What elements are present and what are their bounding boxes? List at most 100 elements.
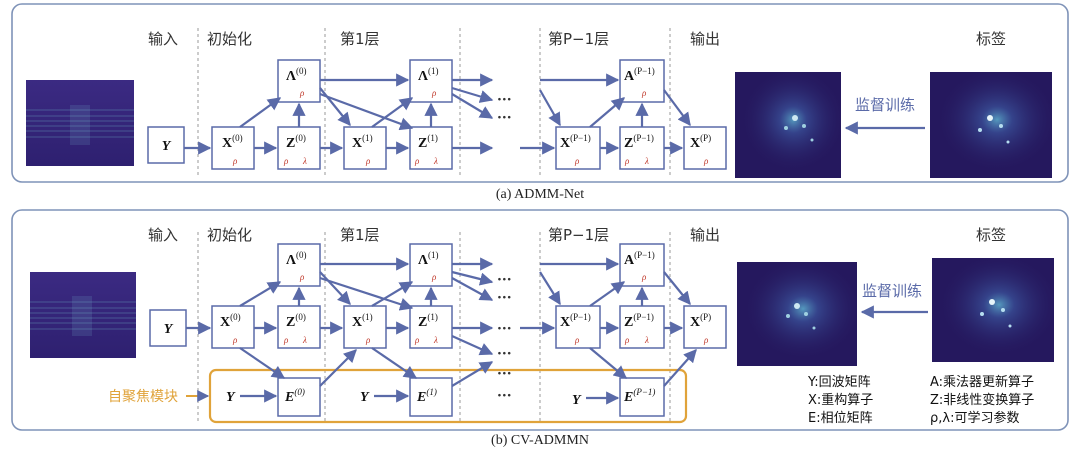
panel-b-ellipsis-6: ···: [497, 388, 512, 404]
svg-text:ρ: ρ: [414, 156, 420, 166]
panel-b-node-lambda1: Λ(1) ρ: [409, 243, 453, 287]
svg-text:X(P−1): X(P−1): [560, 312, 591, 330]
svg-text:λ: λ: [302, 335, 307, 345]
panel-a-node-x1: X(1) ρ: [343, 126, 387, 170]
svg-text:Z(P−1): Z(P−1): [624, 312, 654, 330]
panel-b-autofocus-label: 自聚焦模块: [108, 389, 178, 405]
svg-text:X(1): X(1): [352, 133, 373, 151]
panel-a-output-image: [735, 72, 841, 178]
svg-text:Z(1): Z(1): [418, 312, 438, 330]
svg-text:Z(1): Z(1): [418, 133, 438, 151]
panel-a-node-xp1: X(P−1) ρ: [555, 126, 601, 170]
svg-text:Λ(1): Λ(1): [418, 66, 439, 84]
svg-text:ρ: ρ: [232, 156, 238, 166]
panel-a-header-output: 输出: [690, 30, 720, 48]
panel-b-node-ep1: E(P−1): [619, 377, 665, 417]
panel-b-node-zp1: Z(P−1) ρ λ: [619, 305, 665, 349]
svg-text:ρ: ρ: [641, 272, 647, 282]
svg-text:ρ: ρ: [574, 335, 580, 345]
svg-text:X(1): X(1): [352, 312, 373, 330]
panel-b-supervise-label: 监督训练: [862, 282, 922, 300]
svg-text:ρ: ρ: [299, 272, 305, 282]
panel-a-input-image: [26, 80, 134, 166]
panel-a-node-lambda0: Λ(0) ρ: [277, 59, 321, 103]
svg-text:λ: λ: [433, 156, 438, 166]
svg-text:ρ: ρ: [431, 88, 437, 98]
panel-b-node-xp1: X(P−1) ρ: [555, 305, 601, 349]
svg-text:Y: Y: [164, 322, 174, 337]
panel-b-header-label: 标签: [976, 226, 1006, 244]
svg-text:λ: λ: [302, 156, 307, 166]
panel-a-arrows: [184, 73, 691, 155]
panel-b-header-layerP: 第P−1层: [548, 226, 609, 244]
panel-b-node-xp: X(P) ρ: [683, 305, 727, 349]
svg-text:A(P−1): A(P−1): [624, 250, 655, 268]
svg-text:ρ: ρ: [283, 156, 289, 166]
svg-text:Z(0): Z(0): [286, 133, 306, 151]
panel-a-caption: (a) ADMM-Net: [496, 187, 584, 202]
panel-b-node-e0: E(0): [277, 377, 321, 417]
panel-b-node-ap1: A(P−1) ρ: [619, 243, 665, 287]
panel-a-node-z0: Z(0) ρ λ: [277, 126, 321, 170]
svg-text:ρ: ρ: [299, 88, 305, 98]
svg-text:X(P): X(P): [690, 133, 711, 151]
legend-y: Y:回波矩阵: [807, 375, 871, 390]
svg-text:E(0): E(0): [284, 387, 305, 405]
panel-b-node-lambda0: Λ(0) ρ: [277, 243, 321, 287]
svg-text:Λ(0): Λ(0): [286, 66, 307, 84]
svg-text:ρ: ρ: [703, 156, 709, 166]
panel-a-frame: [11, 3, 1069, 183]
svg-text:ρ: ρ: [365, 335, 371, 345]
panel-a-ellipsis-1: ···: [497, 92, 512, 108]
panel-b-input-image: [30, 272, 136, 358]
panel-a-node-xp: X(P) ρ: [683, 126, 727, 170]
svg-text:ρ: ρ: [624, 335, 630, 345]
panel-b-node-y: Y: [149, 309, 187, 347]
svg-text:ρ: ρ: [431, 272, 437, 282]
panel-a-node-y: Y: [147, 126, 185, 164]
legend-rho: ρ,λ:可学习参数: [930, 410, 1019, 426]
svg-text:ρ: ρ: [641, 88, 647, 98]
panel-b-y-input-1: Y: [360, 390, 370, 405]
panel-a-header-label: 标签: [976, 30, 1006, 48]
panel-a-header-layer1: 第1层: [340, 30, 380, 48]
panel-b-output-image: [737, 262, 857, 366]
panel-a-header-input: 输入: [148, 30, 178, 48]
svg-text:Y: Y: [162, 139, 172, 154]
svg-text:E(P−1): E(P−1): [623, 387, 655, 405]
svg-text:Λ(0): Λ(0): [286, 250, 307, 268]
panel-a-node-ap1: A(P−1) ρ: [619, 59, 665, 103]
svg-text:ρ: ρ: [232, 335, 238, 345]
svg-text:Z(P−1): Z(P−1): [624, 133, 654, 151]
svg-text:X(0): X(0): [222, 133, 243, 151]
panel-b-arrows: [186, 257, 697, 405]
panel-b-node-x0: X(0) ρ: [211, 305, 255, 349]
panel-b-autofocus-box: [208, 368, 688, 424]
svg-text:E(1): E(1): [416, 387, 437, 405]
svg-text:ρ: ρ: [574, 156, 580, 166]
panel-b-header-input: 输入: [148, 226, 178, 244]
svg-text:ρ: ρ: [414, 335, 420, 345]
panel-a-node-x0: X(0) ρ: [211, 126, 255, 170]
svg-text:Z(0): Z(0): [286, 312, 306, 330]
svg-text:λ: λ: [644, 335, 649, 345]
svg-text:ρ: ρ: [624, 156, 630, 166]
legend-x: X:重构算子: [808, 392, 873, 408]
panel-b-y-input-p: Y: [572, 393, 582, 408]
panel-b-header-init: 初始化: [207, 226, 252, 244]
panel-b-header-layer1: 第1层: [340, 226, 380, 244]
panel-a-node-zp1: Z(P−1) ρ λ: [619, 126, 665, 170]
panel-a-ellipsis-2: ···: [497, 110, 512, 126]
panel-b-caption: (b) CV-ADMMN: [491, 433, 589, 448]
legend-e: E:相位矩阵: [808, 411, 873, 426]
panel-b-ellipsis-2: ···: [497, 290, 512, 306]
panel-a-node-z1: Z(1) ρ λ: [409, 126, 453, 170]
svg-text:X(0): X(0): [220, 312, 241, 330]
panel-b-node-z0: Z(0) ρ λ: [277, 305, 321, 349]
panel-b-node-x1: X(1) ρ: [343, 305, 387, 349]
svg-text:ρ: ρ: [283, 335, 289, 345]
legend-z: Z:非线性变换算子: [930, 392, 1034, 408]
panel-b-label-image: [932, 258, 1054, 362]
panel-b-ellipsis-5: ···: [497, 366, 512, 382]
panel-b-header-output: 输出: [690, 226, 720, 244]
